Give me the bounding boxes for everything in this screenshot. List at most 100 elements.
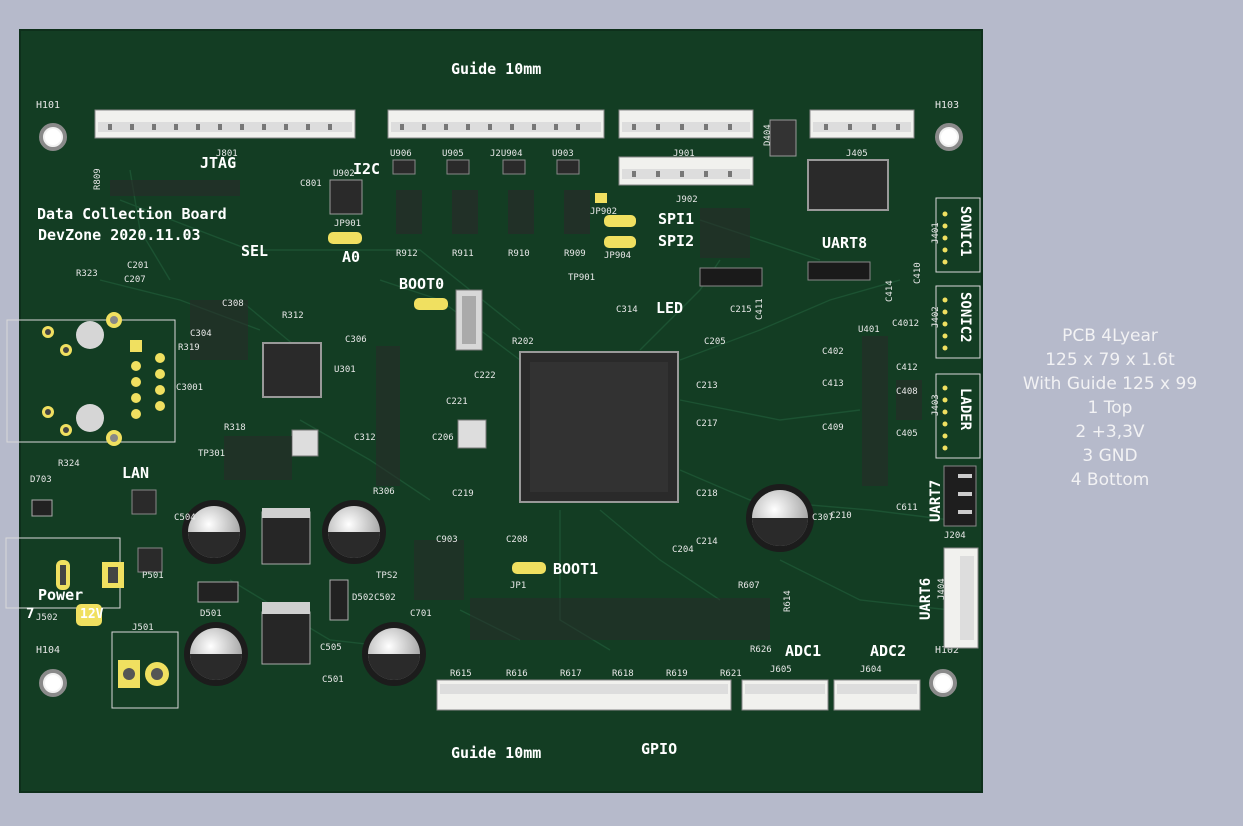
refdes-c410: C410 — [913, 262, 923, 284]
refdes-tp301: TP301 — [198, 449, 225, 459]
guide-top-label: Guide 10mm — [451, 60, 541, 78]
note-size: 125 x 79 x 1.6t — [1045, 350, 1175, 370]
pcb-board — [20, 30, 982, 792]
refdes-j401: J401 — [931, 222, 941, 244]
label-12v: 12V — [80, 607, 104, 622]
refdes-j902: J902 — [676, 195, 698, 205]
label-a0: A0 — [342, 248, 360, 266]
note-layer-2: 2 +3,3V — [1075, 422, 1144, 442]
label-boot0: BOOT0 — [399, 275, 444, 293]
refdes-d502: D502 — [352, 593, 374, 603]
lan-jack-outline — [6, 319, 176, 443]
diode-d404 — [769, 119, 797, 157]
refdes-c504: C504 — [174, 513, 196, 523]
refdes-u401: U401 — [858, 325, 880, 335]
refdes-c206: C206 — [432, 433, 454, 443]
label-jtag: JTAG — [200, 154, 236, 172]
refdes-u905: U905 — [442, 149, 464, 159]
refdes-c215: C215 — [730, 305, 752, 315]
refdes-d404: D404 — [763, 124, 773, 146]
regulator-1 — [261, 511, 311, 565]
refdes-c314: C314 — [616, 305, 638, 315]
refdes-c414: C414 — [885, 280, 895, 302]
refdes-c408: C408 — [896, 387, 918, 397]
refdes-u902: U902 — [333, 169, 355, 179]
note-layers: PCB 4Lyear — [1062, 326, 1158, 346]
label-lader: LADER — [957, 388, 973, 431]
refdes-j901: J901 — [673, 149, 695, 159]
refdes-c218: C218 — [696, 489, 718, 499]
refdes-c222: C222 — [474, 371, 496, 381]
refdes-d501: D501 — [200, 609, 222, 619]
refdes-u903: U903 — [552, 149, 574, 159]
refdes-r319: R319 — [178, 343, 200, 353]
top-connector-pins — [108, 124, 900, 177]
pcb-notes: PCB 4Lyear 125 x 79 x 1.6t With Guide 12… — [1023, 326, 1197, 490]
refdes-r621: R621 — [720, 669, 742, 679]
refdes-r617: R617 — [560, 669, 582, 679]
refdes-j604: J604 — [860, 665, 882, 675]
refdes-r911: R911 — [452, 249, 474, 259]
refdes-jp901: JP901 — [334, 219, 361, 229]
refdes-r616: R616 — [506, 669, 528, 679]
refdes-r324: R324 — [58, 459, 80, 469]
mounting-holes — [39, 123, 963, 697]
label-led: LED — [656, 299, 683, 317]
refdes-c801: C801 — [300, 179, 322, 189]
hole-label-h102: H102 — [935, 645, 959, 656]
refdes-c412: C412 — [896, 363, 918, 373]
refdes-r323: R323 — [76, 269, 98, 279]
refdes-p501: P501 — [142, 571, 164, 581]
label-spi1: SPI1 — [658, 210, 694, 228]
note-layer-3: 3 GND — [1082, 446, 1137, 466]
refdes-r909: R909 — [564, 249, 586, 259]
refdes-c219: C219 — [452, 489, 474, 499]
diode-d501 — [197, 581, 239, 603]
refdes-r912: R912 — [396, 249, 418, 259]
refdes-c213: C213 — [696, 381, 718, 391]
refdes-c903: C903 — [436, 535, 458, 545]
hole-label-h101: H101 — [36, 100, 60, 111]
refdes-c210: C210 — [830, 511, 852, 521]
refdes-jp904: JP904 — [604, 251, 631, 261]
label-adc1: ADC1 — [785, 642, 821, 660]
refdes-r809: R809 — [93, 168, 103, 190]
electrolytic-capacitors — [182, 484, 814, 686]
refdes-c405: C405 — [896, 429, 918, 439]
lan-jack-holes — [42, 312, 165, 446]
refdes-d703: D703 — [30, 475, 52, 485]
refdes-u906: U906 — [390, 149, 412, 159]
refdes-tp901: TP901 — [568, 273, 595, 283]
refdes-c409: C409 — [822, 423, 844, 433]
refdes-r202: R202 — [512, 337, 534, 347]
refdes-c308: C308 — [222, 299, 244, 309]
refdes-c304: C304 — [190, 329, 212, 339]
refdes-c204: C204 — [672, 545, 694, 555]
refdes-j204: J204 — [944, 531, 966, 541]
note-guide-size: With Guide 125 x 99 — [1023, 374, 1197, 394]
hole-label-h104: H104 — [36, 645, 60, 656]
label-uart6: UART6 — [918, 578, 934, 620]
refdes-c201: C201 — [127, 261, 149, 271]
refdes-j403: J403 — [931, 394, 941, 416]
refdes-c505: C505 — [320, 643, 342, 653]
refdes-j502: J502 — [36, 613, 58, 623]
refdes-c4012: C4012 — [892, 319, 919, 329]
refdes-c306: C306 — [345, 335, 367, 345]
board-subtitle: DevZone 2020.11.03 — [38, 226, 201, 244]
refdes-r615: R615 — [450, 669, 472, 679]
label-lan: LAN — [122, 464, 149, 482]
refdes-jp1: JP1 — [510, 581, 526, 591]
refdes-j501: J501 — [132, 623, 154, 633]
refdes-c221: C221 — [446, 397, 468, 407]
sonic-header-pads — [942, 211, 948, 451]
top-connectors — [94, 109, 915, 186]
i2c-chip — [329, 179, 363, 215]
guide-bottom-label: Guide 10mm — [451, 744, 541, 762]
refdes-j605: J605 — [770, 665, 792, 675]
refdes-c502: C502 — [374, 593, 396, 603]
label-uart7: UART7 — [928, 480, 944, 522]
refdes-c402: C402 — [822, 347, 844, 357]
refdes-c214: C214 — [696, 537, 718, 547]
label-spi2: SPI2 — [658, 232, 694, 250]
